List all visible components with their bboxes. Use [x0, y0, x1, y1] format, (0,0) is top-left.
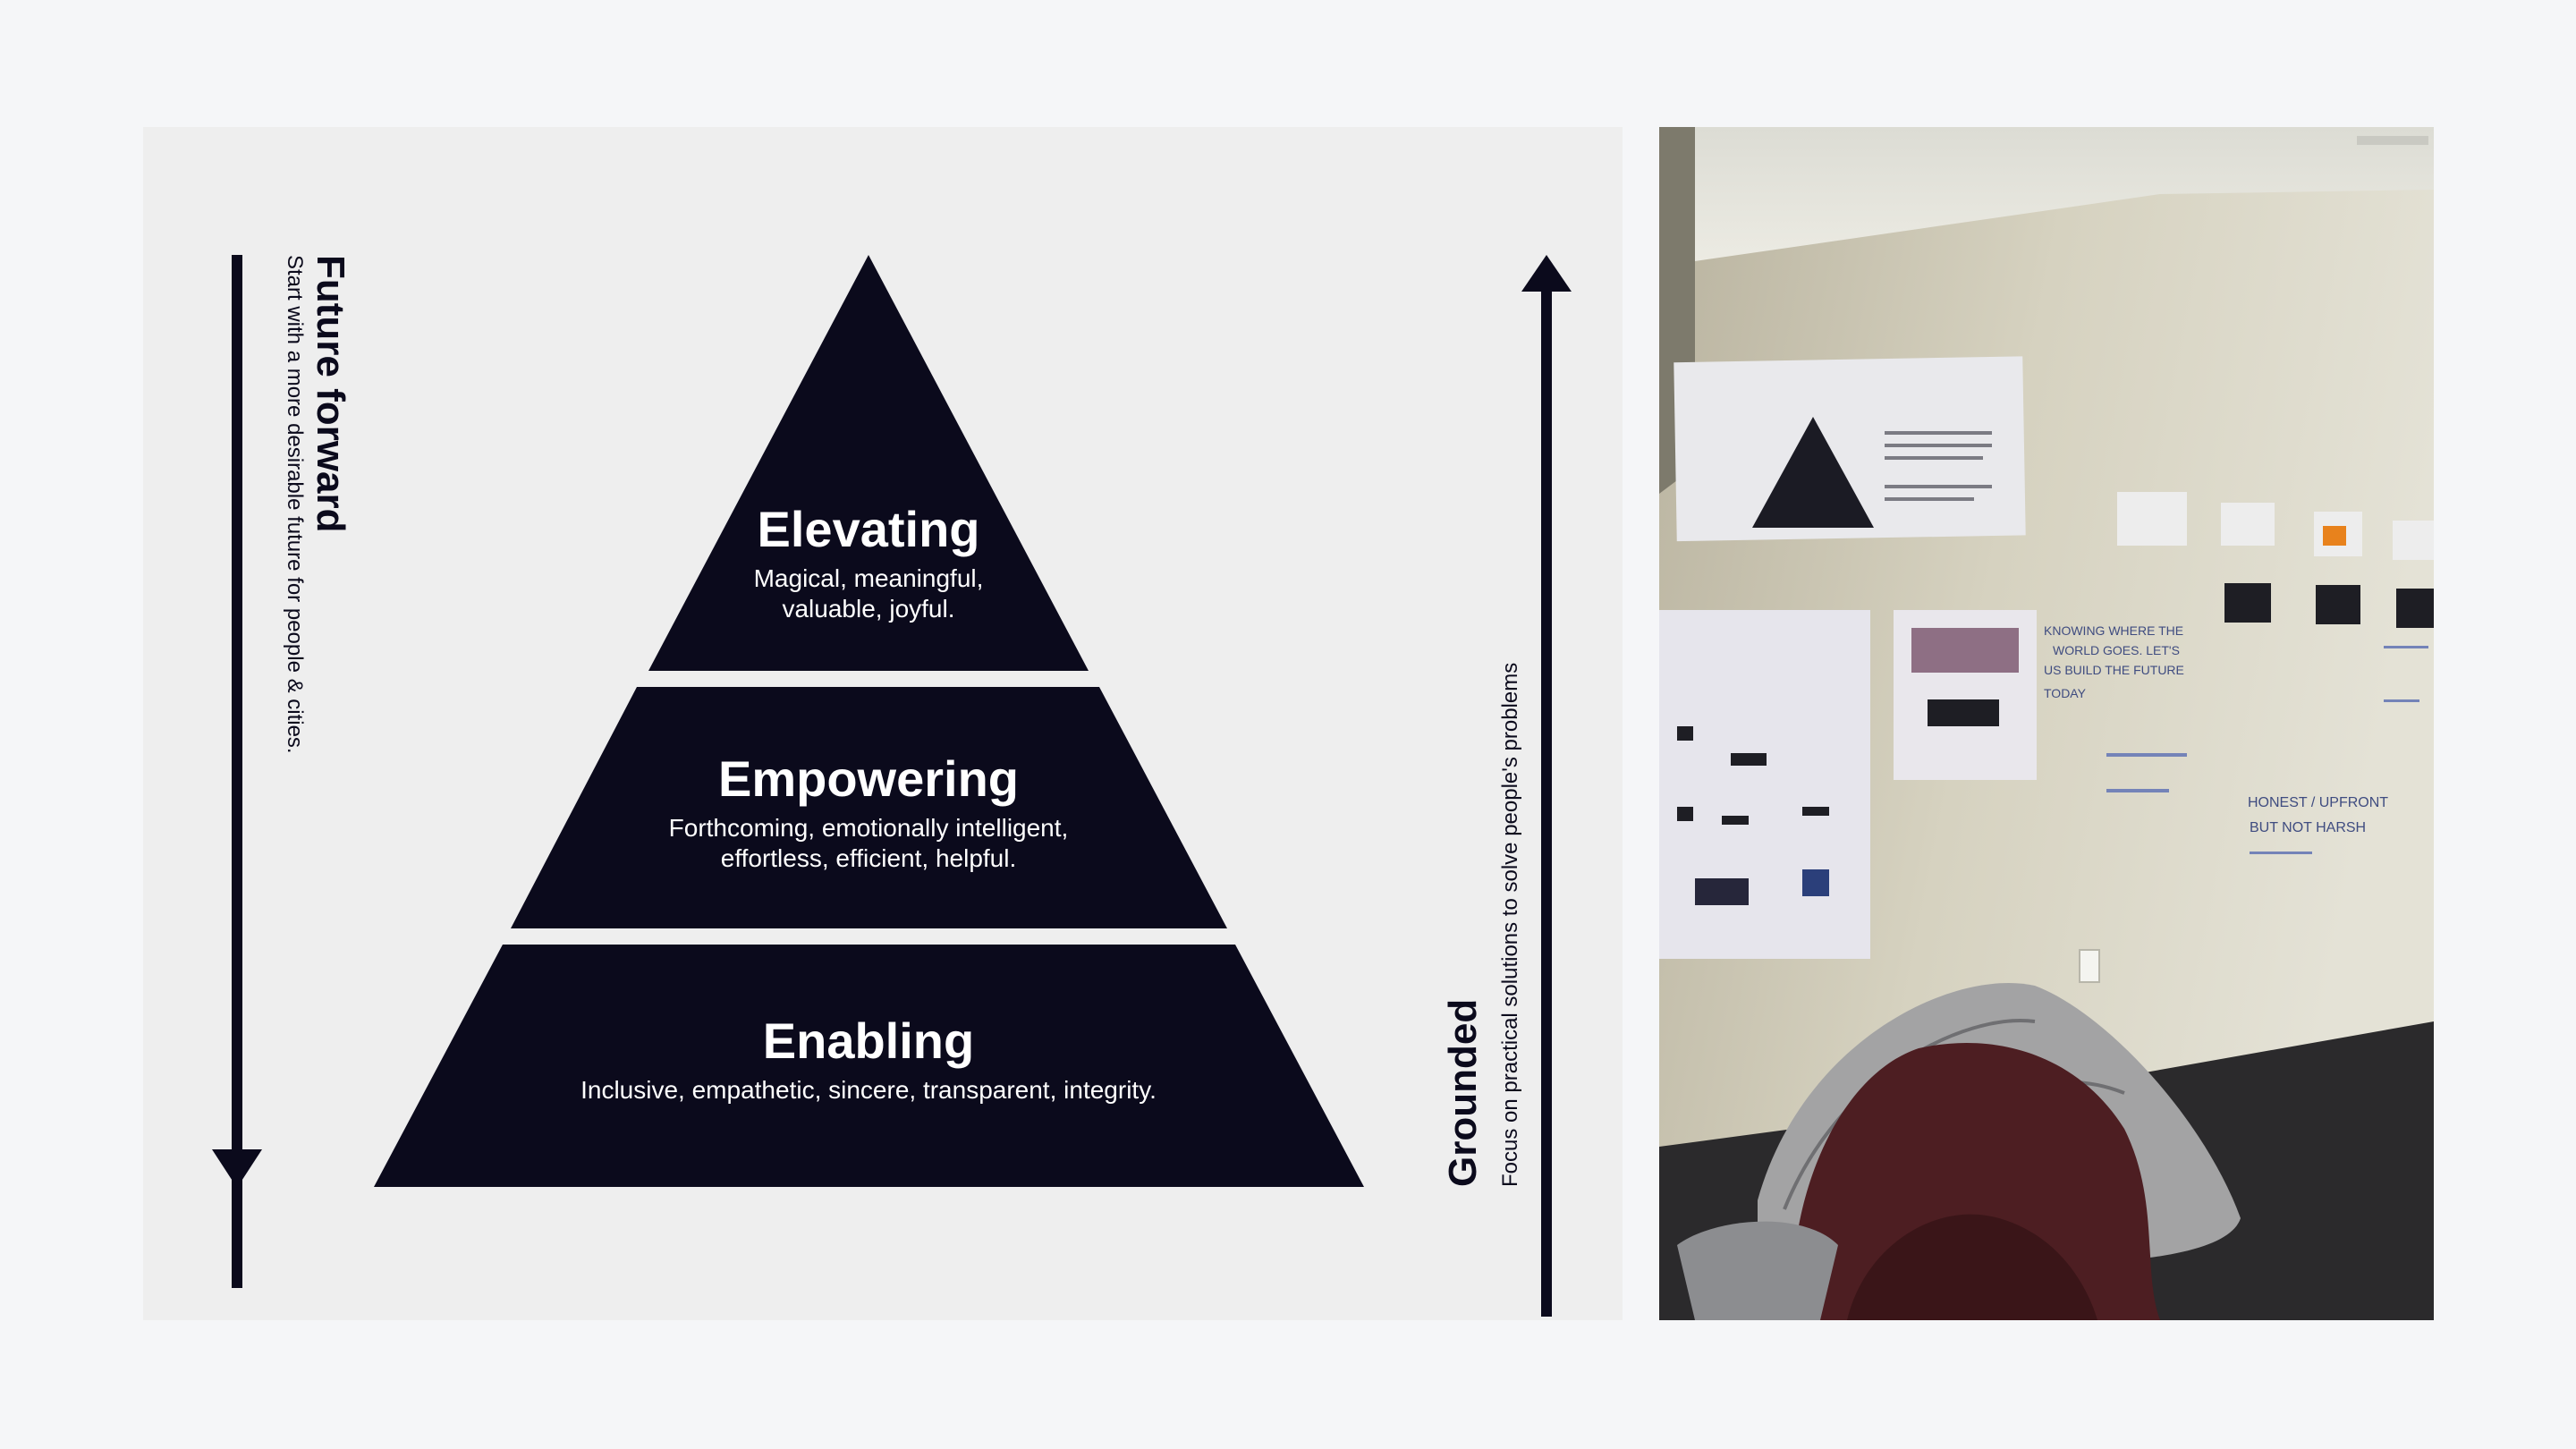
- future-forward-title: Future forward: [309, 255, 352, 533]
- level-elevating-title: Elevating: [757, 501, 980, 557]
- pyramid-level-empowering: [511, 687, 1227, 928]
- wall-note-line4: TODAY: [2044, 686, 2087, 700]
- workspace-photo: KNOWING WHERE THE WORLD GOES. LET'S US B…: [1659, 127, 2434, 1320]
- wall-note-line1: KNOWING WHERE THE: [2044, 623, 2183, 638]
- wall-note-line3: US BUILD THE FUTURE: [2044, 663, 2184, 677]
- pyramid-diagram-graphic: [212, 255, 1572, 1317]
- level-empowering-description-line1: Forthcoming, emotionally intelligent,: [668, 814, 1069, 842]
- grounded-title: Grounded: [1441, 998, 1485, 1187]
- level-elevating-description-line2: valuable, joyful.: [782, 595, 955, 623]
- level-empowering-title: Empowering: [717, 750, 1020, 807]
- pyramid-diagram-panel: Elevating Magical, meaningful, valuable,…: [143, 127, 1623, 1320]
- grounded-arrow-head: [1521, 255, 1572, 292]
- future-forward-subtitle: Start with a more desirable future for p…: [283, 255, 307, 754]
- grounded-subtitle: Focus on practical solutions to solve pe…: [1498, 662, 1522, 1187]
- level-elevating-description-line1: Magical, meaningful,: [753, 564, 984, 592]
- future-forward-arrow-shaft: [232, 255, 242, 1288]
- wall-note-line6: BUT NOT HARSH: [2250, 820, 2366, 835]
- level-enabling-description-line1: Inclusive, empathetic, sincere, transpar…: [580, 1076, 1157, 1104]
- pyramid-level-enabling: [374, 945, 1364, 1187]
- level-empowering-description-line2: effortless, efficient, helpful.: [720, 844, 1017, 872]
- future-forward-arrow-head: [212, 1149, 262, 1188]
- level-enabling-title: Enabling: [762, 1013, 975, 1069]
- wall-note-line2: WORLD GOES. LET'S: [2053, 643, 2180, 657]
- pyramid-level-elevating: [648, 255, 1089, 671]
- workspace-wall-photo-icon: KNOWING WHERE THE WORLD GOES. LET'S US B…: [1659, 127, 2434, 1320]
- grounded-arrow-shaft: [1541, 286, 1552, 1317]
- wall-note-line5: HONEST / UPFRONT: [2248, 795, 2388, 810]
